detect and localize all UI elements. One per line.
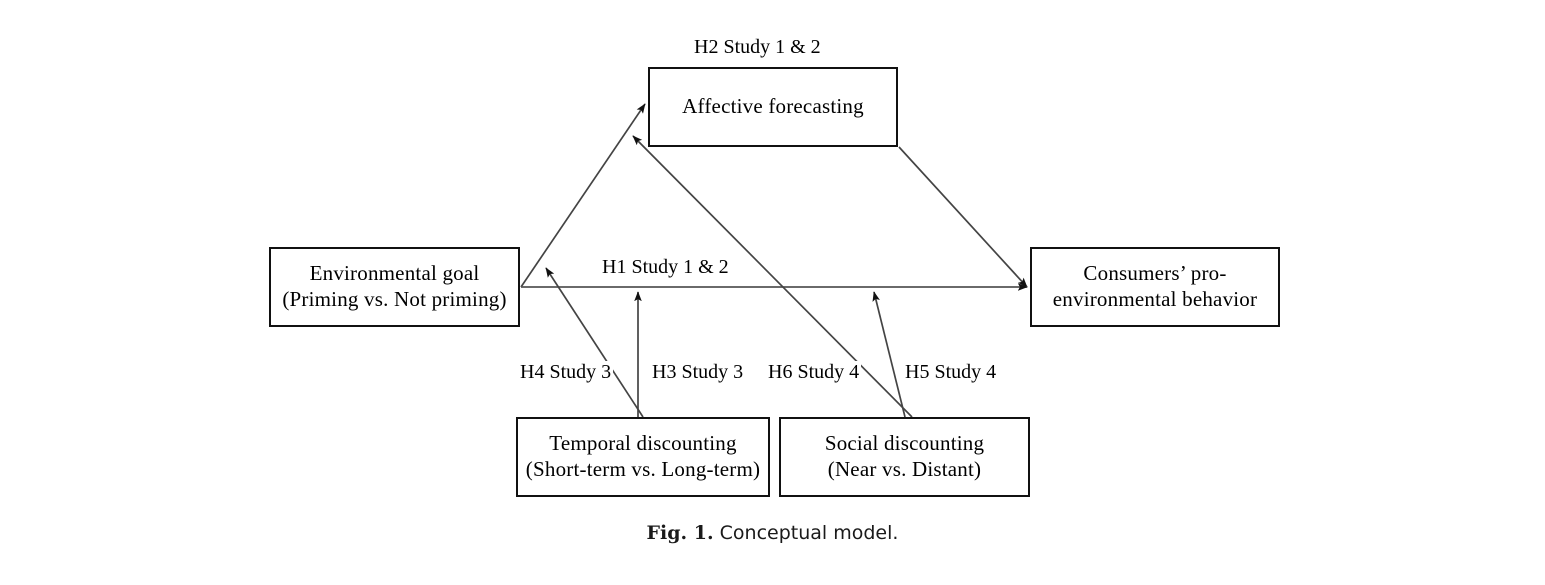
- node-consumers-behavior-line1: Consumers’ pro-: [1083, 261, 1227, 286]
- node-consumers-behavior[interactable]: Consumers’ pro- environmental behavior: [1030, 247, 1280, 327]
- edge-label-h4: H4 Study 3: [518, 361, 614, 384]
- node-social-discounting-line1: Social discounting: [824, 431, 985, 456]
- node-environmental-goal[interactable]: Environmental goal (Priming vs. Not prim…: [269, 247, 520, 327]
- node-consumers-behavior-line2: environmental behavior: [1052, 287, 1258, 311]
- edge-h2-forecasting-to-consumers: [898, 146, 1028, 288]
- node-temporal-discounting-line1: Temporal discounting: [549, 431, 737, 456]
- node-environmental-goal-line1: Environmental goal: [309, 261, 480, 286]
- figure-caption-text: Conceptual model.: [719, 522, 899, 544]
- node-social-discounting-line2: (Near vs. Distant): [827, 457, 982, 481]
- edge-label-h3: H3 Study 3: [650, 361, 746, 384]
- edge-h2-goal-to-forecasting: [520, 103, 646, 288]
- edge-label-h1: H1 Study 1 & 2: [600, 256, 731, 279]
- node-temporal-discounting-line2: (Short-term vs. Long-term): [525, 457, 761, 481]
- node-affective-forecasting-line1: Affective forecasting: [682, 94, 864, 119]
- edge-h6-social-to-forecasting: [632, 135, 913, 418]
- node-affective-forecasting[interactable]: Affective forecasting: [648, 67, 898, 147]
- edge-label-h5: H5 Study 4: [903, 361, 999, 384]
- edge-h4-temporal-to-h2path: [545, 267, 644, 418]
- edge-label-h2: H2 Study 1 & 2: [694, 36, 821, 58]
- figure-caption-number: Fig. 1.: [646, 522, 714, 544]
- edge-label-h6: H6 Study 4: [766, 361, 862, 384]
- node-environmental-goal-line2: (Priming vs. Not priming): [282, 287, 507, 311]
- figure-caption: Fig. 1. Conceptual model.: [0, 522, 1545, 544]
- node-temporal-discounting[interactable]: Temporal discounting (Short-term vs. Lon…: [516, 417, 770, 497]
- edge-h5-social-to-h1path: [872, 291, 906, 418]
- node-social-discounting[interactable]: Social discounting (Near vs. Distant): [779, 417, 1030, 497]
